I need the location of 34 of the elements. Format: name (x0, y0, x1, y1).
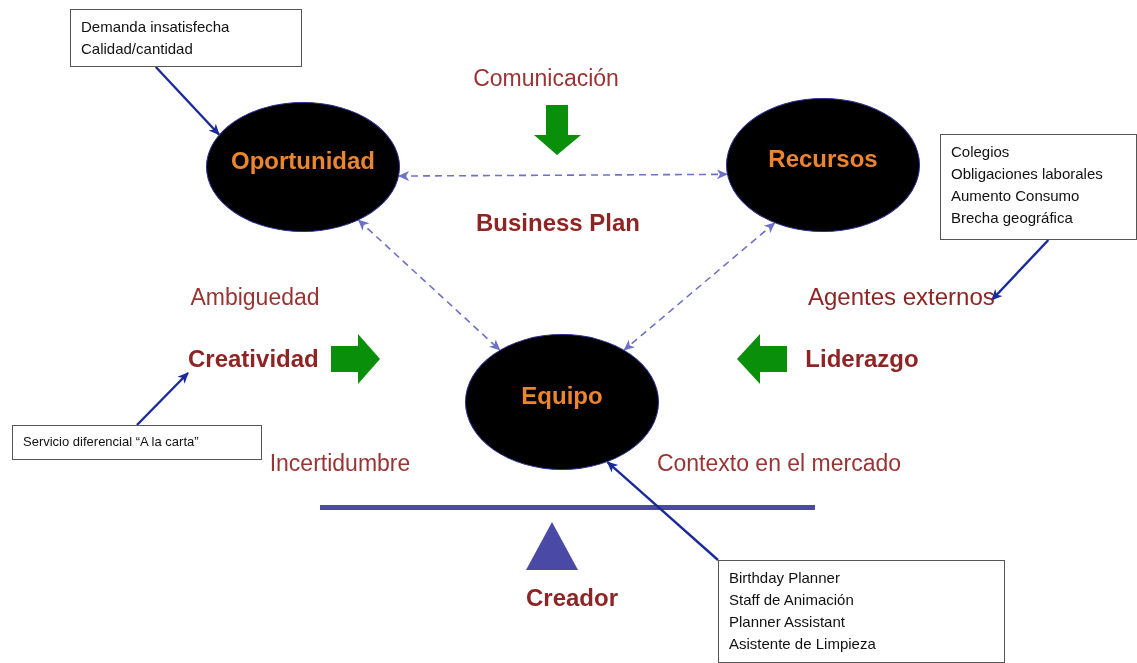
note-text: Asistente de Limpieza (729, 634, 877, 654)
note-text: Planner Assistant (729, 612, 846, 632)
text-label: Business Plan (475, 209, 641, 237)
note-text: Colegios (951, 142, 1011, 162)
dashed-arrow (357, 219, 501, 351)
node-label: Recursos (768, 145, 878, 173)
note-box (70, 9, 302, 67)
node-label: Equipo (521, 382, 603, 410)
arrow (154, 66, 220, 136)
dashed-arrow (623, 222, 776, 351)
text-label: Creatividad (188, 345, 320, 373)
note-text: Aumento Consumo (951, 186, 1081, 206)
note-text: Obligaciones laborales (951, 164, 1104, 184)
note-text: Brecha geográfica (951, 208, 1074, 228)
note-text: Servicio diferencial “A la carta” (23, 433, 200, 451)
text-label: Ambiguedad (190, 283, 320, 311)
arrow (606, 461, 719, 561)
note-box (718, 560, 1005, 663)
text-label: Comunicación (473, 64, 619, 92)
note-text: Demanda insatisfecha (81, 17, 231, 37)
text-label: Agentes externos (808, 283, 992, 311)
arrow (136, 372, 189, 426)
note-box (12, 425, 262, 460)
dashed-arrow (398, 169, 728, 181)
note-box (940, 134, 1137, 240)
text-label: Incertidumbre (269, 449, 411, 477)
text-label: Contexto en el mercado (656, 449, 902, 477)
text-label: Creador (526, 584, 618, 612)
node-label: Oportunidad (231, 147, 375, 175)
note-text: Calidad/cantidad (81, 39, 194, 59)
arrow (991, 239, 1050, 301)
text-label: Liderazgo (805, 345, 919, 373)
note-text: Birthday Planner (729, 568, 841, 588)
note-text: Staff de Animación (729, 590, 855, 610)
